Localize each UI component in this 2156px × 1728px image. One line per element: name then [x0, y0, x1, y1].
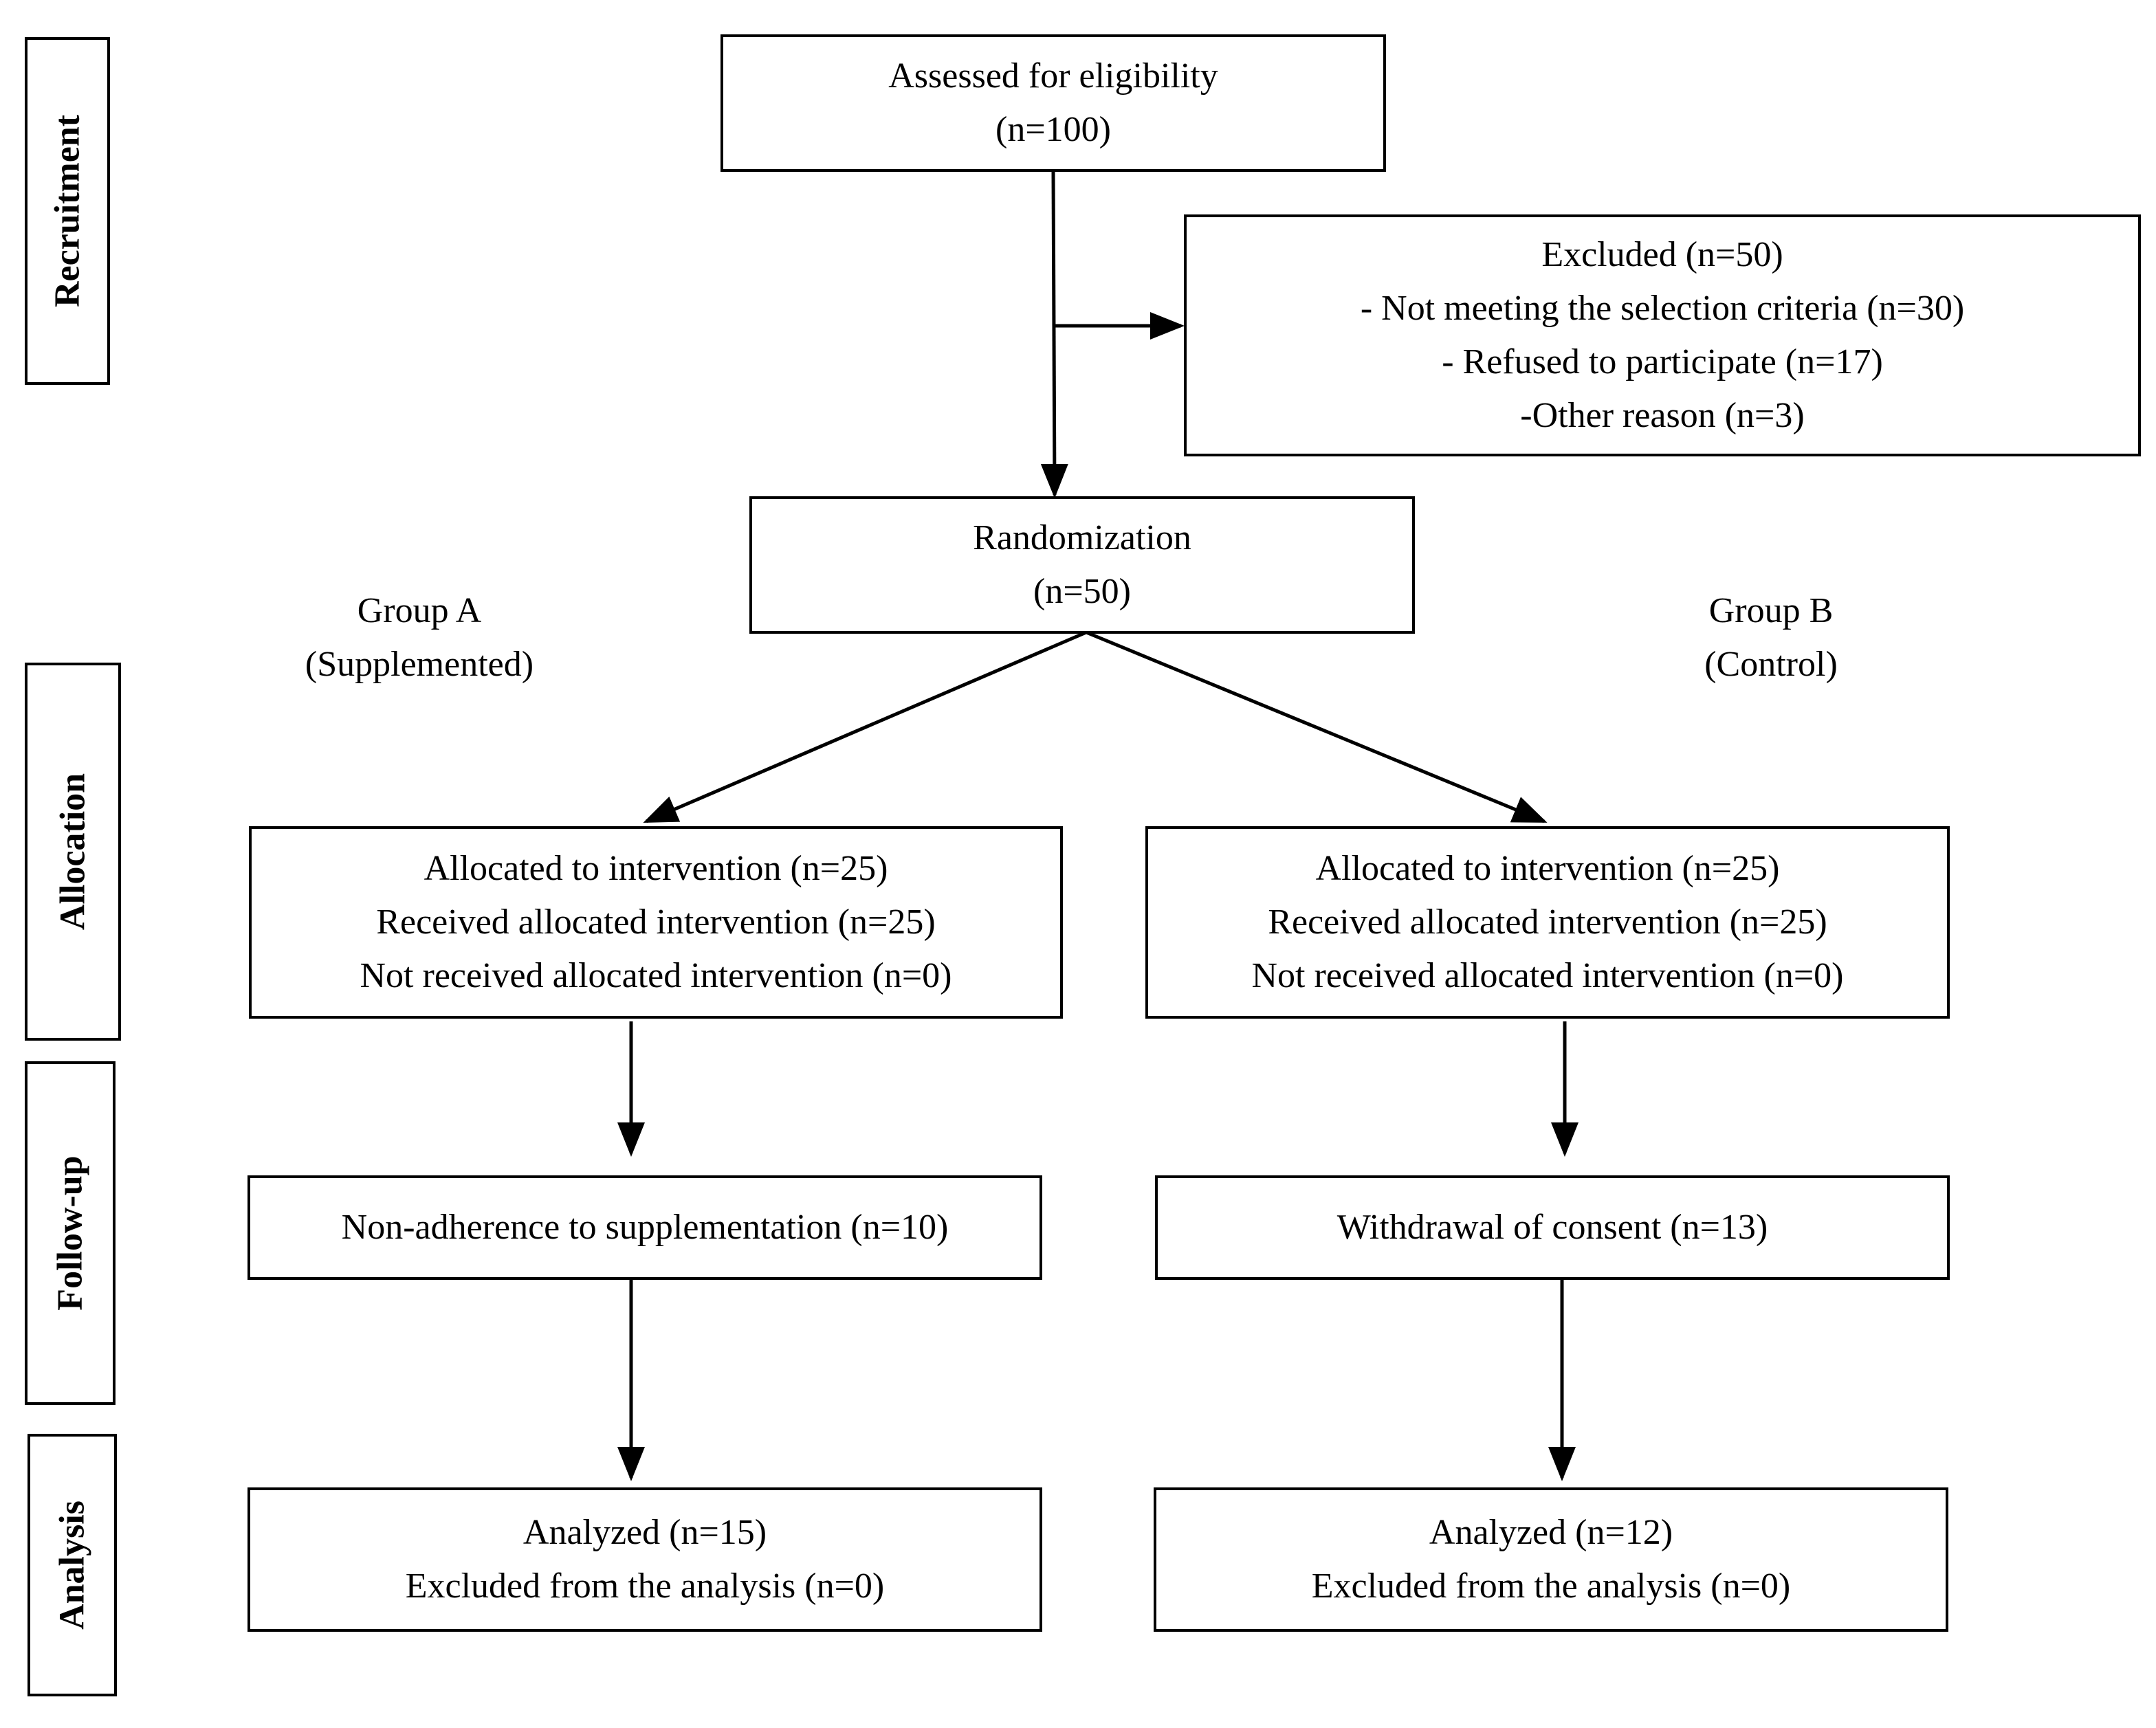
- group-a-description: (Supplemented): [305, 645, 534, 684]
- allocation-b-line-3: Not received allocated intervention (n=0…: [1251, 956, 1844, 995]
- analysis-a-line-2: Excluded from the analysis (n=0): [405, 1566, 885, 1606]
- randomization-box: Randomization (n=50): [749, 496, 1415, 634]
- stage-analysis: Analysis: [28, 1434, 117, 1696]
- stage-allocation: Allocation: [25, 663, 121, 1041]
- analysis-b-line-1: Analyzed (n=12): [1429, 1513, 1673, 1552]
- allocation-a-line-3: Not received allocated intervention (n=0…: [360, 956, 952, 995]
- analysis-b-box: Analyzed (n=12) Excluded from the analys…: [1154, 1487, 1948, 1632]
- arrow-randomization-to-group-b: [1086, 630, 1548, 823]
- group-b-name: Group B: [1708, 591, 1834, 630]
- group-a-name: Group A: [357, 591, 482, 630]
- group-b-description: (Control): [1704, 645, 1838, 684]
- excluded-line-1: Excluded (n=50): [1541, 235, 1783, 274]
- stage-analysis-label: Analysis: [52, 1500, 92, 1630]
- analysis-b-line-2: Excluded from the analysis (n=0): [1311, 1566, 1791, 1606]
- stage-recruitment: Recruitment: [25, 37, 110, 385]
- arrow-assessed-to-randomization: [1040, 170, 1068, 498]
- assessed-line-1: Assessed for eligibility: [888, 56, 1218, 96]
- allocation-a-line-1: Allocated to intervention (n=25): [424, 849, 888, 888]
- followup-b-box: Withdrawal of consent (n=13): [1155, 1175, 1950, 1280]
- excluded-line-2: - Not meeting the selection criteria (n=…: [1360, 289, 1965, 328]
- group-a-label: Group A (Supplemented): [248, 584, 591, 691]
- allocation-a-box: Allocated to intervention (n=25) Receive…: [249, 826, 1063, 1019]
- excluded-box: Excluded (n=50) - Not meeting the select…: [1184, 214, 2141, 456]
- stage-allocation-label: Allocation: [53, 773, 93, 931]
- stage-follow-up: Follow-up: [25, 1061, 116, 1405]
- excluded-line-4: -Other reason (n=3): [1520, 396, 1805, 435]
- allocation-b-line-2: Received allocated intervention (n=25): [1268, 902, 1827, 942]
- analysis-a-box: Analyzed (n=15) Excluded from the analys…: [248, 1487, 1042, 1632]
- allocation-b-line-1: Allocated to intervention (n=25): [1315, 849, 1780, 888]
- randomization-line-2: (n=50): [1033, 572, 1131, 611]
- arrow-randomization-to-group-a: [643, 630, 1087, 823]
- allocation-b-box: Allocated to intervention (n=25) Receive…: [1145, 826, 1950, 1019]
- assessed-line-2: (n=100): [996, 110, 1111, 149]
- group-b-label: Group B (Control): [1592, 584, 1950, 691]
- analysis-a-line-1: Analyzed (n=15): [522, 1513, 767, 1552]
- followup-a-line-1: Non-adherence to supplementation (n=10): [341, 1208, 949, 1247]
- followup-a-box: Non-adherence to supplementation (n=10): [248, 1175, 1042, 1280]
- allocation-a-line-2: Received allocated intervention (n=25): [376, 902, 936, 942]
- stage-recruitment-label: Recruitment: [47, 114, 87, 308]
- followup-b-line-1: Withdrawal of consent (n=13): [1336, 1208, 1768, 1247]
- randomization-line-1: Randomization: [973, 518, 1191, 557]
- assessed-box: Assessed for eligibility (n=100): [720, 34, 1386, 172]
- stage-follow-up-label: Follow-up: [50, 1155, 90, 1311]
- excluded-line-3: - Refused to participate (n=17): [1442, 342, 1883, 381]
